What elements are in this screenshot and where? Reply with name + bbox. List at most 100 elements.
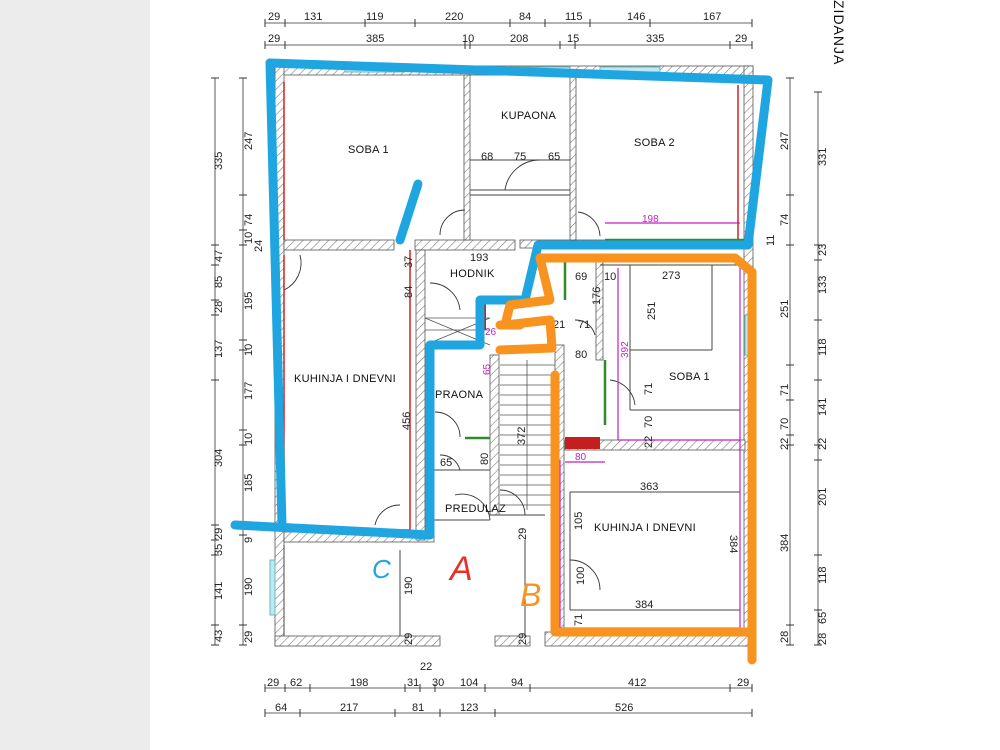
dim-text: 141 (213, 582, 225, 600)
dim-text: 62 (290, 677, 302, 689)
dim-text: 384 (727, 535, 739, 553)
pink-dim-text: 198 (642, 214, 659, 225)
door-swing (609, 379, 636, 406)
dim-text: 29 (268, 33, 280, 45)
dim-text: 372 (516, 427, 528, 445)
blue-outline-c (230, 58, 773, 540)
room-label-kuhinja-right: KUHINJA I DNEVNI (594, 522, 696, 534)
dim-text: 335 (646, 33, 664, 45)
annotation-letter-a: A (448, 550, 473, 588)
dim-text: 10 (604, 271, 616, 283)
dim-text: 71 (643, 383, 655, 395)
dim-text: 190 (243, 578, 255, 596)
dim-text: 385 (366, 33, 384, 45)
dim-text: 22 (420, 661, 432, 673)
dim-text: 190 (403, 577, 415, 595)
dim-text: 71 (779, 384, 791, 396)
dim-text: 29 (735, 33, 747, 45)
dim-text: 208 (510, 33, 528, 45)
dim-text: 15 (567, 33, 579, 45)
dim-text: 43 (213, 630, 225, 642)
dim-text: 22 (817, 438, 829, 450)
dim-text: 118 (817, 338, 829, 356)
dim-text: 29 (213, 528, 225, 540)
dim-text: 137 (213, 340, 225, 358)
dim-text: 384 (779, 534, 791, 552)
dim-text: 65 (440, 457, 452, 469)
door-swing (434, 411, 461, 438)
dim-text: 22 (643, 436, 655, 448)
door-swing (499, 489, 526, 516)
dim-text: 29 (517, 633, 529, 645)
pink-dim-text: 26 (485, 327, 497, 338)
dim-text: 304 (213, 449, 225, 467)
room-label-kupaona: KUPAONA (501, 110, 556, 122)
wall-v-kupaona-left (463, 74, 471, 241)
side-title: ZIDANJA (831, 0, 847, 65)
dim-text: 28 (779, 631, 791, 643)
dim-text: 74 (243, 214, 255, 226)
room-label-hodnik: HODNIK (450, 268, 495, 280)
dim-text: 11 (765, 235, 777, 246)
right-inner-dimensions: 247 74 11 251 71 70 22 384 28 (765, 132, 791, 643)
dim-text: 118 (817, 566, 829, 584)
room-label-praona: PRAONA (435, 389, 484, 401)
top-dimension-row-2: 29 385 10 208 15 335 29 (268, 33, 747, 45)
dim-text: 10 (243, 433, 255, 445)
dim-text: 65 (817, 612, 829, 624)
door-swing (439, 209, 466, 236)
room-label-soba1-top: SOBA 1 (348, 144, 389, 156)
wall-v-hodnik (415, 249, 426, 541)
dim-text: 84 (403, 286, 415, 298)
left-inner-dimensions: 247 74 10 24 195 10 177 10 185 9 190 29 (243, 132, 265, 643)
wall-h-243 (283, 239, 395, 251)
dim-text: 29 (517, 528, 529, 540)
dimension-ticks (211, 19, 822, 717)
dim-text: 31 (407, 677, 419, 689)
floor-plan: 29 131 119 220 84 115 146 167 29 385 10 … (211, 0, 847, 717)
dim-text: 193 (470, 252, 488, 264)
dim-text: 64 (275, 702, 287, 714)
dim-text: 251 (779, 300, 791, 318)
pink-dim-text: 392 (620, 341, 631, 358)
dim-text: 47 (213, 250, 225, 262)
dim-text: 29 (243, 631, 255, 643)
dim-text: 28 (817, 633, 829, 645)
door-swing (454, 493, 491, 521)
dim-text: 29 (267, 677, 279, 689)
room-label-predulaz: PREDULAZ (445, 503, 506, 515)
dim-text: 29 (268, 11, 280, 23)
dim-text: 29 (403, 633, 415, 645)
pink-dim-text: 80 (575, 452, 587, 463)
door-swing (569, 559, 601, 591)
dim-text: 23 (817, 244, 829, 256)
dim-text: 65 (548, 151, 560, 163)
dim-text: 105 (573, 512, 585, 530)
dim-text: 35 (213, 544, 225, 556)
dim-text: 68 (481, 151, 493, 163)
room-label-soba1-right: SOBA 1 (669, 371, 710, 383)
dim-text: 363 (640, 481, 658, 493)
dim-text: 71 (573, 614, 585, 626)
room-labels: SOBA 1 KUPAONA SOBA 2 HODNIK KUHINJA I D… (294, 110, 710, 534)
dim-text: 185 (243, 474, 255, 492)
dim-text: 71 (578, 319, 590, 331)
dim-text: 22 (779, 438, 791, 450)
door-swing (429, 282, 461, 311)
dim-text: 70 (643, 416, 655, 428)
left-outer-dimensions: 335 47 85 28 137 304 29 35 141 43 (213, 152, 225, 642)
door-swing (504, 159, 541, 191)
dim-text: 94 (511, 677, 523, 689)
dim-text: 115 (565, 11, 583, 23)
dim-text: 10 (243, 232, 255, 244)
dim-text: 37 (403, 256, 415, 268)
dim-text: 247 (779, 132, 791, 150)
dim-text: 198 (350, 677, 368, 689)
dim-text: 195 (243, 292, 255, 310)
dim-text: 80 (479, 453, 491, 465)
bottom-dimension-rows: 22 29 62 198 31 30 104 94 412 29 64 217 … (267, 661, 749, 714)
dim-text: 85 (213, 276, 225, 288)
dim-text: 412 (628, 677, 646, 689)
annotation-letter-b: B (520, 577, 541, 613)
doors (283, 159, 636, 591)
